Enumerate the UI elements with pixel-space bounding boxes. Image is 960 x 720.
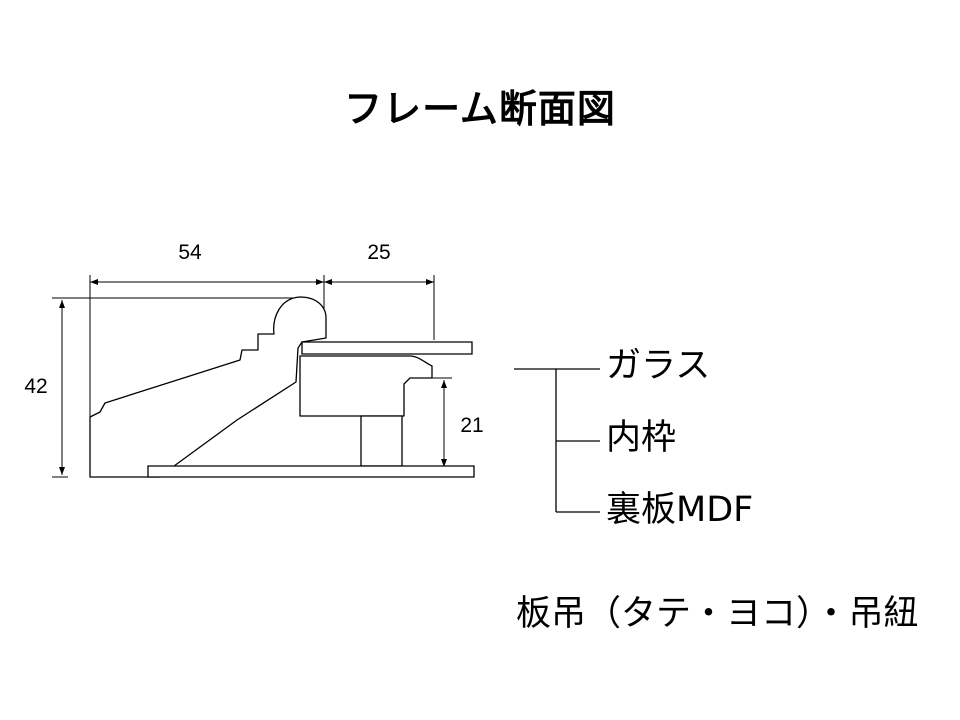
inner-frame [299, 355, 433, 417]
dimension-label-54: 54 [178, 241, 202, 264]
hanging-parts-note: 板吊（タテ・ヨコ）・吊紐 [516, 594, 919, 634]
legend-item-inner-frame: 内枠 [606, 418, 677, 458]
legend-item-glass: ガラス [606, 346, 711, 386]
glass-layer [301, 341, 473, 355]
hanger-block [360, 415, 403, 467]
dimension-height-total [52, 297, 300, 478]
back-board-mdf [147, 465, 475, 478]
moulding-profile [89, 296, 327, 478]
dimension-height-rebate [432, 377, 452, 467]
dimension-label-25: 25 [367, 241, 390, 264]
dimension-width-rebate [324, 275, 435, 340]
diagram-title: フレーム断面図 [344, 87, 616, 131]
legend-bracket [514, 368, 600, 513]
dimension-label-42: 42 [24, 375, 47, 398]
dimension-width-moulding [89, 275, 325, 418]
legend-item-back-board: 裏板MDF [606, 490, 754, 530]
dimension-label-21: 21 [460, 414, 483, 437]
